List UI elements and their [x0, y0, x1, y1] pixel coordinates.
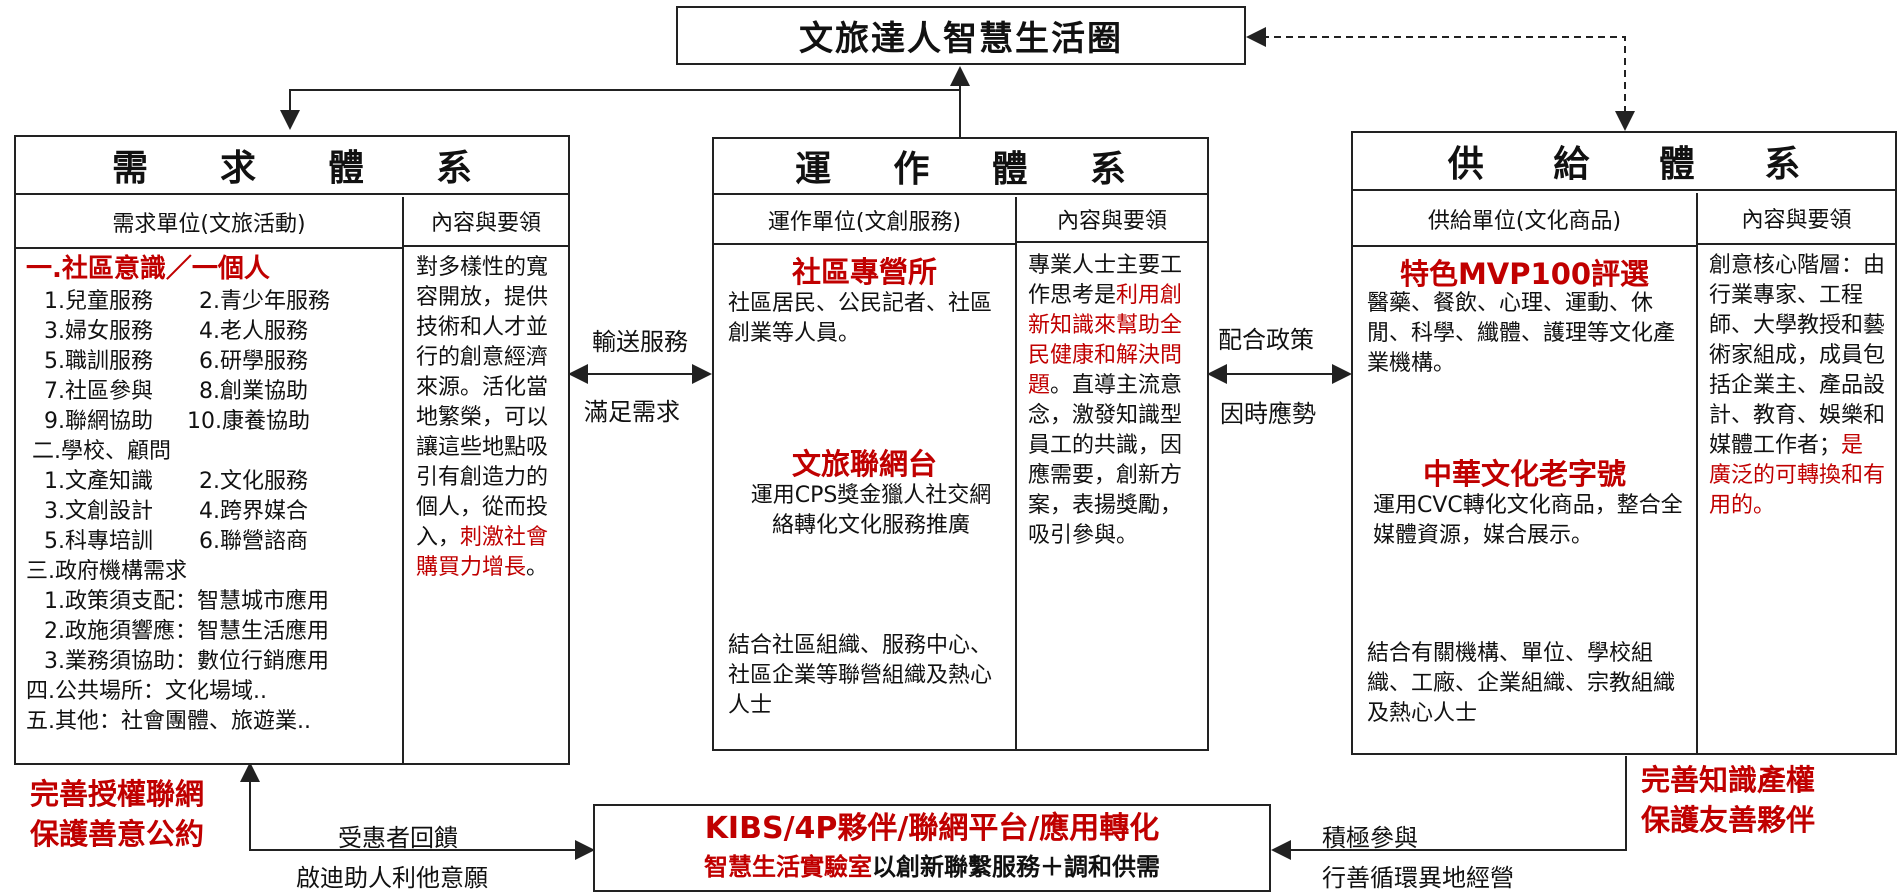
bottom-right-red-label: 完善知識產權 保護友善夥伴 [1641, 763, 1816, 837]
demand-sec1-items: 1.兒童服務 2.青少年服務 3.婦女服務 4.老人服務 5.職訓服務 6.研學… [44, 289, 330, 434]
supply-block1-text: 醫藥、餐飲、心理、運動、休閒、科學、纖體、護理等文化產業機構。 [1367, 291, 1676, 376]
supply-title: 供 給 體 系 [1353, 133, 1895, 191]
demand-sec2-items: 1.文產知識 2.文化服務 3.文創設計 4.跨界媒合 5.科專培訓 6.聯營諮… [44, 469, 308, 554]
label-feedback-2: 啟迪助人利他意願 [296, 864, 488, 892]
label-participate-2: 行善循環異地經營 [1322, 864, 1514, 892]
operation-col2-header: 內容與要領 [1015, 197, 1207, 243]
bottom-left-red-label: 完善授權聯網 保護善意公約 [30, 777, 205, 851]
label-participate-1: 積極參與 [1322, 824, 1418, 852]
operation-system-box: 運 作 體 系 運作單位(文創服務) 內容與要領 社區專營所 社區居民、公民記者… [712, 137, 1209, 751]
label-adapt-time: 因時應勢 [1220, 400, 1316, 428]
demand-content: 對多樣性的寬容開放，提供技術和人才並行的創意經濟來源。活化當地繁榮，可以讓這些地… [416, 255, 549, 580]
demand-col1-header: 需求單位(文旅活動) [16, 197, 402, 249]
top-title: 文旅達人智慧生活圈 [799, 19, 1123, 59]
label-cooperate-policy: 配合政策 [1218, 326, 1314, 354]
demand-col-divider [402, 247, 404, 763]
supply-block2-title: 中華文化老字號 [1422, 457, 1626, 491]
bottom-box-line2: 智慧生活實驗室以創新聯繫服務＋調和供需 [704, 853, 1160, 881]
bottom-center-box: KIBS/4P夥伴/聯網平台/應用轉化 智慧生活實驗室以創新聯繫服務＋調和供需 [593, 804, 1271, 892]
operation-block3-text: 結合社區組織、服務中心、社區企業等聯營組織及熱心人士 [728, 633, 993, 718]
demand-sec1-title: 一.社區意識／一個人 [26, 254, 270, 284]
supply-col1-header: 供給單位(文化商品) [1353, 193, 1696, 247]
demand-sec4: 四.公共場所：文化場域.. [26, 679, 267, 704]
operation-block2-title: 文旅聯網台 [791, 447, 937, 481]
operation-col1-header: 運作單位(文創服務) [714, 197, 1015, 245]
right-dashed-line [1246, 27, 1635, 131]
supply-block2-text: 運用CVC轉化文化商品，整合全媒體資源，媒合展示。 [1373, 493, 1683, 548]
operation-title: 運 作 體 系 [714, 139, 1207, 195]
demand-list: 一.社區意識／一個人 1.兒童服務 2.青少年服務 3.婦女服務 4.老人服務 … [26, 251, 396, 737]
supply-block3-text: 結合有關機構、單位、學校組織、工廠、企業組織、宗教組織及熱心人士 [1367, 641, 1676, 726]
operation-col-divider [1015, 243, 1017, 749]
supply-block1-title: 特色MVP100評選 [1399, 257, 1650, 291]
supply-content: 創意核心階層：由行業專家、工程師、大學教授和藝術家組成，成員包括企業主、產品設計… [1709, 253, 1886, 518]
supply-col2-header: 內容與要領 [1696, 193, 1895, 245]
label-satisfy-demand: 滿足需求 [584, 398, 680, 426]
label-transport-service: 輸送服務 [592, 328, 688, 356]
label-feedback-1: 受惠者回饋 [338, 824, 458, 852]
operation-block2-text: 運用CPS獎金獵人社交網絡轉化文化服務推廣 [750, 483, 992, 538]
top-title-box: 文旅達人智慧生活圈 [676, 6, 1246, 65]
demand-sec3-title: 三.政府機構需求 [26, 559, 187, 584]
demand-col2-header: 內容與要領 [402, 197, 568, 247]
supply-system-box: 供 給 體 系 供給單位(文化商品) 內容與要領 特色MVP100評選 醫藥、餐… [1351, 131, 1897, 755]
left-branch-line [280, 89, 960, 130]
demand-sec5: 五.其他：社會團體、旅遊業.. [26, 709, 311, 734]
operation-block1-text: 社區居民、公民記者、社區創業等人員。 [728, 291, 993, 346]
demand-title: 需 求 體 系 [16, 137, 568, 195]
demand-sec2-title: 二.學校、顧問 [32, 439, 171, 464]
bottom-box-line1: KIBS/4P夥伴/聯網平台/應用轉化 [704, 811, 1160, 846]
supply-col-divider [1696, 245, 1698, 753]
demand-sec3-items: 1.政策須支配：智慧城市應用 2.政施須響應：智慧生活應用 3.業務須協助：數位… [44, 589, 329, 674]
operation-block1-title: 社區專營所 [791, 255, 937, 289]
bottom-right-loop [1271, 756, 1627, 860]
operation-content: 專業人士主要工作思考是利用創新知識來幫助全民健康和解決問題。直導主流意念，激發知… [1028, 253, 1183, 548]
demand-system-box: 需 求 體 系 需求單位(文旅活動) 內容與要領 一.社區意識／一個人 1.兒童… [14, 135, 570, 765]
